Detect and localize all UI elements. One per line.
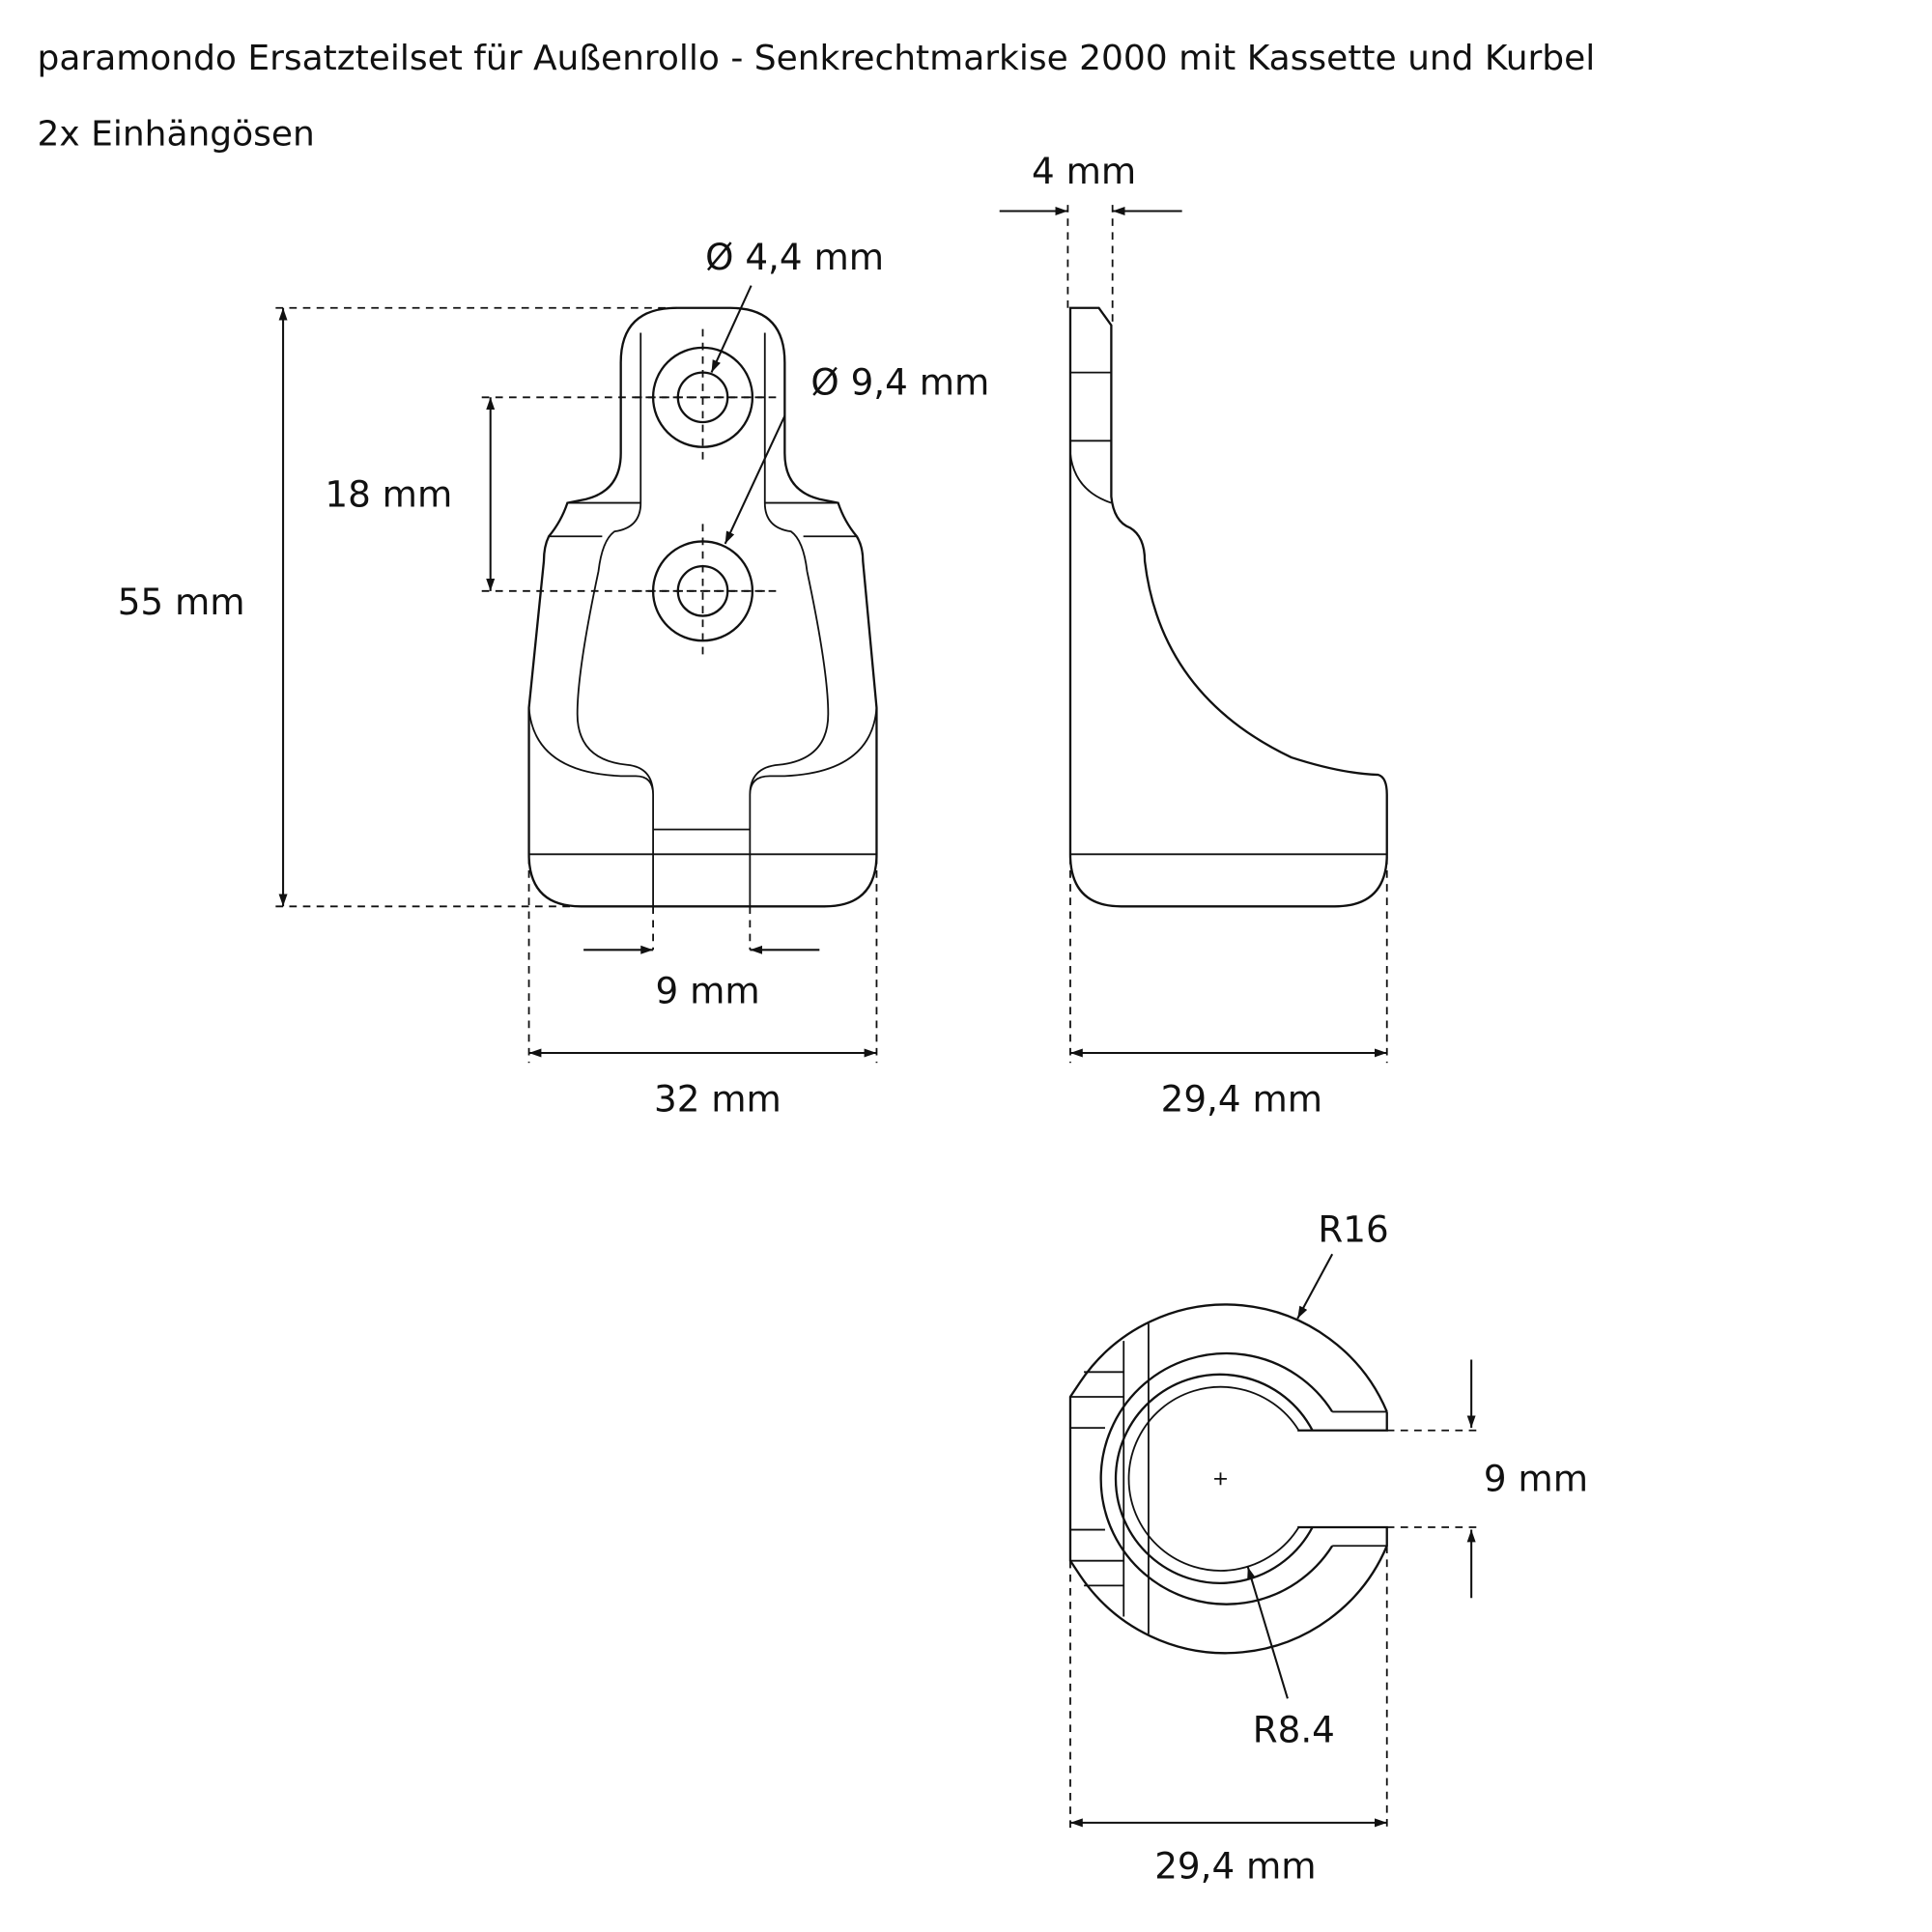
inner-radius-label: R8.4 bbox=[1253, 1708, 1335, 1750]
dimension-extension-lines bbox=[275, 306, 878, 1064]
front-view: 55 mm 18 mm Ø 4,4 mm Ø 9,4 mm 9 mm 32 mm bbox=[118, 236, 990, 1120]
center-mark bbox=[1214, 1472, 1227, 1486]
page-subtitle: 2x Einhängösen bbox=[38, 114, 315, 154]
small-hole-label: Ø 4,4 mm bbox=[705, 236, 884, 278]
bottom-depth-label: 29,4 mm bbox=[1154, 1845, 1316, 1888]
height-label: 55 mm bbox=[118, 581, 245, 623]
small-hole-leader-arrow bbox=[710, 285, 753, 374]
bottom-bore-inner bbox=[1127, 1385, 1300, 1572]
outer-radius-leader bbox=[1296, 1253, 1334, 1320]
side-view: 4 mm 29,4 mm bbox=[999, 150, 1388, 1120]
large-hole-label: Ø 9,4 mm bbox=[810, 361, 989, 404]
thickness-label: 4 mm bbox=[1032, 150, 1136, 192]
bottom-view: R16 R8.4 9 mm 29,4 mm bbox=[1068, 1208, 1588, 1888]
side-inner-lines bbox=[1069, 371, 1387, 856]
front-outline bbox=[527, 306, 878, 908]
bottom-slot-label: 9 mm bbox=[1484, 1458, 1588, 1500]
side-extension-lines bbox=[1066, 205, 1388, 1064]
slot-width-label: 9 mm bbox=[656, 970, 760, 1012]
bottom-ring-outer bbox=[1099, 1351, 1334, 1605]
bottom-bore bbox=[1114, 1373, 1314, 1584]
hole-centerlines bbox=[634, 328, 772, 661]
outer-radius-label: R16 bbox=[1318, 1208, 1388, 1250]
bottom-outline bbox=[1068, 1303, 1388, 1655]
page-title: paramondo Ersatzteilset für Außenrollo -… bbox=[38, 39, 1596, 78]
bottom-hatch-lines bbox=[1069, 1323, 1387, 1634]
bottom-extension-lines bbox=[1069, 1429, 1481, 1833]
side-outline bbox=[1068, 306, 1388, 908]
inner-radius-leader bbox=[1246, 1566, 1289, 1699]
hole-spacing-label: 18 mm bbox=[325, 472, 452, 515]
front-inner-lines bbox=[527, 332, 878, 907]
width-label: 32 mm bbox=[654, 1077, 781, 1120]
side-depth-label: 29,4 mm bbox=[1161, 1077, 1322, 1120]
large-hole-leader-arrow bbox=[724, 415, 786, 545]
